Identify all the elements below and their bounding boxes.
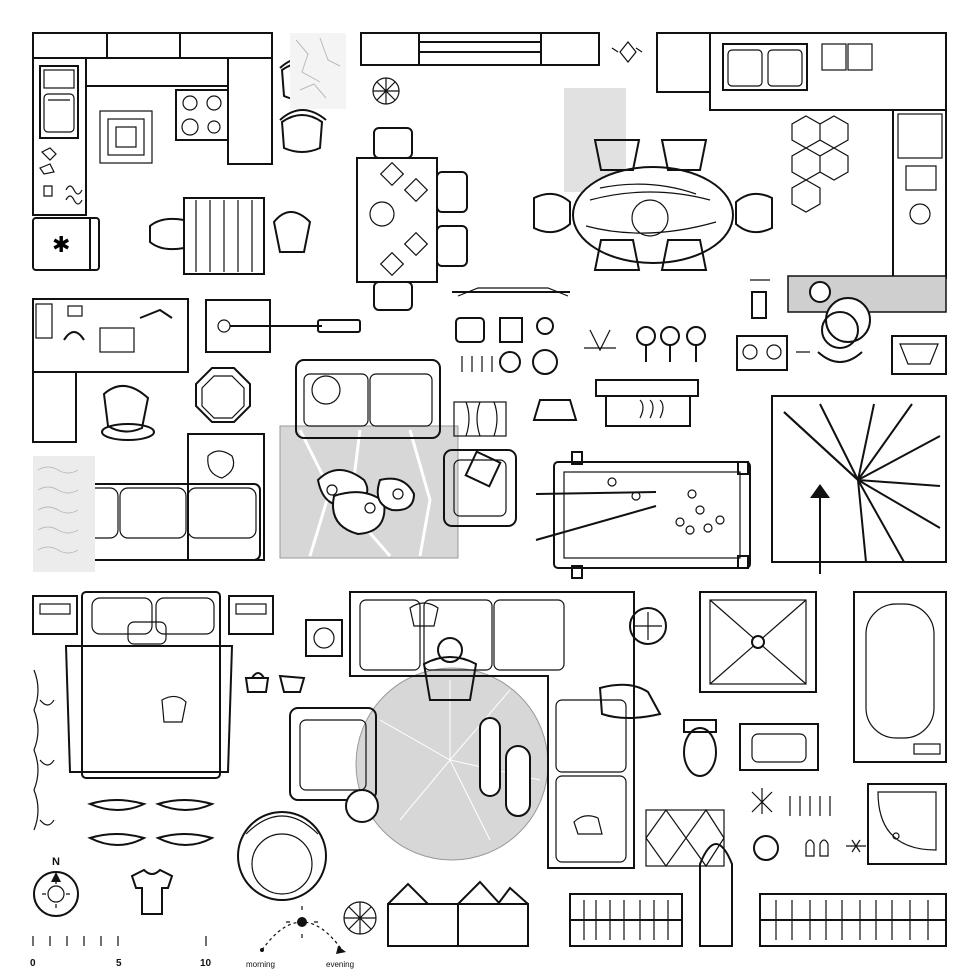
plant-icon [372,41,643,105]
bed-double [64,591,234,779]
bags [244,672,306,693]
sun-morning-label: morning [246,960,275,969]
kitchen-sink [39,65,79,139]
dining-bench [149,197,312,275]
curtain-side [33,669,55,831]
living-rug [279,425,459,559]
sun-path-icon [260,906,346,954]
stove-cooktop [175,89,229,141]
living-sofa [295,359,441,439]
floor-lamp [205,299,361,353]
round-chair [237,811,327,901]
office-chair [101,385,155,441]
shelving-boxes [387,880,529,947]
sectional-sofa [349,591,635,869]
kitchen-counter-top-right [656,32,947,279]
wardrobe-left [569,893,683,947]
scale-label-0: 0 [30,958,36,969]
wood-plank-tile [453,401,507,437]
octagon-side-table [195,367,251,423]
side-table-with-plant [305,619,343,657]
compass-icon [33,871,79,917]
round-side-lamp [629,607,667,645]
pool-table [535,451,751,579]
window-top [360,32,600,66]
hexagon-tile [791,115,849,213]
coffee-tables-organic [316,469,416,536]
fridge: ✱ [32,217,100,271]
compass-north-label: N [52,856,60,868]
person-cooking [817,311,863,363]
kitchen-hood [891,335,947,375]
office-desk [32,298,189,443]
plant-round [343,901,377,935]
scale-label-5: 5 [116,958,122,969]
surfboard [699,843,733,947]
small-appliances [455,317,706,421]
person-seated [422,637,478,701]
svg-text:✱: ✱ [52,232,70,257]
geometric-tile [645,808,725,868]
bathroom-sink [739,723,819,771]
wave-rug [33,456,95,572]
pillows-floor [87,799,215,846]
coffee-table-oval [479,717,531,817]
kitchen-counter-top-left [32,32,273,216]
shower-tray [699,591,817,693]
sun-evening-label: evening [326,960,355,969]
spiral-staircase [771,395,947,574]
wardrobe-right [759,893,947,947]
marble-texture-top [290,33,346,109]
bathroom-accessories [751,788,866,861]
cooktop-small [736,279,810,371]
scale-label-10: 10 [200,958,212,969]
fireplace [595,379,699,427]
nightstands [32,595,274,635]
armchair-square [443,449,517,527]
scale-bar [32,936,207,946]
blanket-throw [598,683,662,719]
kitchen-utensils [39,147,83,205]
armchair-bottom [289,707,379,823]
toilet [683,719,717,777]
tv-stand [452,287,570,297]
dining-table-rect [356,127,468,311]
dining-table-oval [533,88,773,271]
marble-counter [787,275,947,343]
bathtub [853,591,947,763]
kitchen-floor-tile [99,110,153,164]
corner-shower [867,783,947,865]
t-shirt [130,868,174,915]
